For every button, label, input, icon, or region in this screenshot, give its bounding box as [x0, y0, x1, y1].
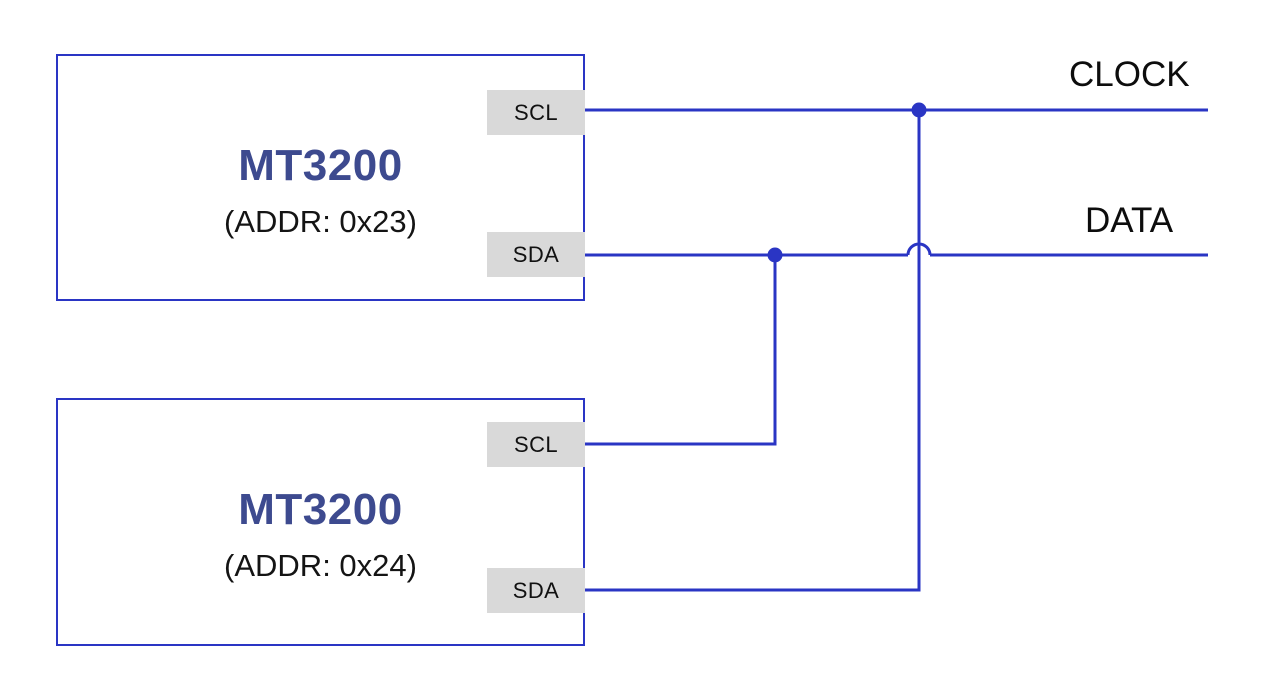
pin-pad-device2-scl[interactable]: SCL — [487, 422, 585, 467]
pin-pad-device1-scl[interactable]: SCL — [487, 90, 585, 135]
junction-dot-data — [767, 247, 783, 263]
bus-label-data: DATA — [1085, 201, 1174, 240]
device-name: MT3200 — [238, 485, 403, 534]
device-name: MT3200 — [238, 141, 403, 190]
pin-pad-device1-sda[interactable]: SDA — [487, 232, 585, 277]
pin-pad-device2-sda[interactable]: SDA — [487, 568, 585, 613]
wire-device2-scl-to-data — [585, 255, 777, 446]
device-address-label: (ADDR: 0x24) — [224, 548, 417, 583]
wire-device2-sda-to-clock — [585, 110, 921, 592]
bus-label-clock: CLOCK — [1069, 55, 1190, 94]
device-address-label: (ADDR: 0x23) — [224, 204, 417, 239]
junction-dot-clock — [911, 102, 927, 118]
